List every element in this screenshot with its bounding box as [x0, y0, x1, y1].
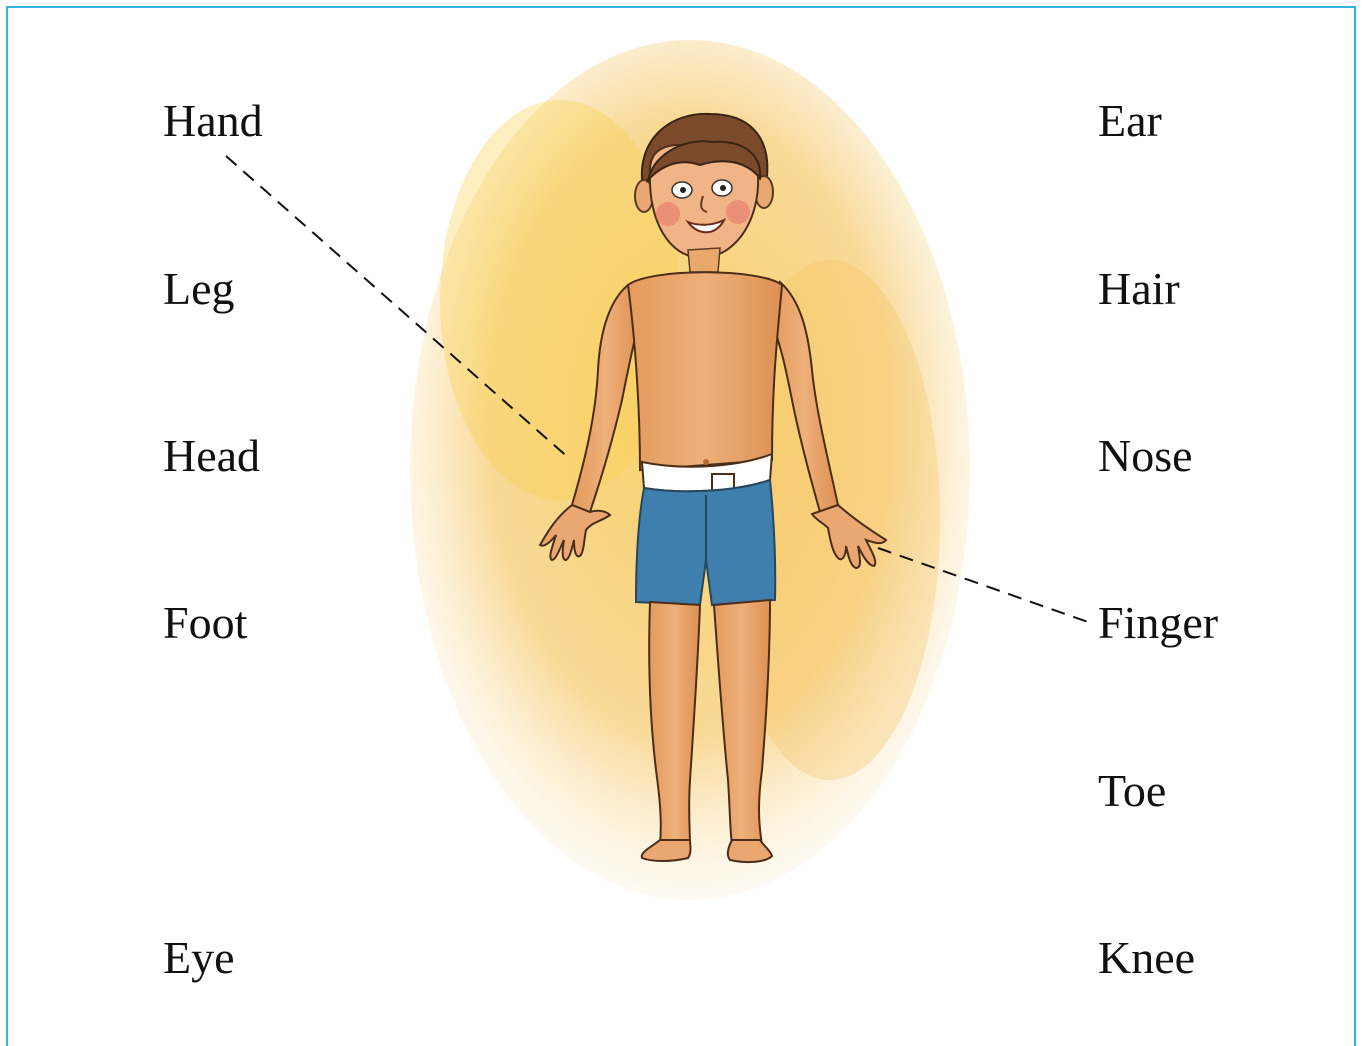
- label-eye: Eye: [163, 935, 235, 981]
- label-hair: Hair: [1098, 266, 1180, 312]
- label-head: Head: [163, 433, 260, 479]
- label-leg: Leg: [163, 266, 235, 312]
- label-foot: Foot: [163, 600, 247, 646]
- label-finger: Finger: [1098, 600, 1218, 646]
- label-toe: Toe: [1098, 768, 1166, 814]
- label-nose: Nose: [1098, 433, 1193, 479]
- torso: [628, 272, 782, 470]
- label-ear: Ear: [1098, 98, 1162, 144]
- label-knee: Knee: [1098, 935, 1195, 981]
- label-hand: Hand: [163, 98, 263, 144]
